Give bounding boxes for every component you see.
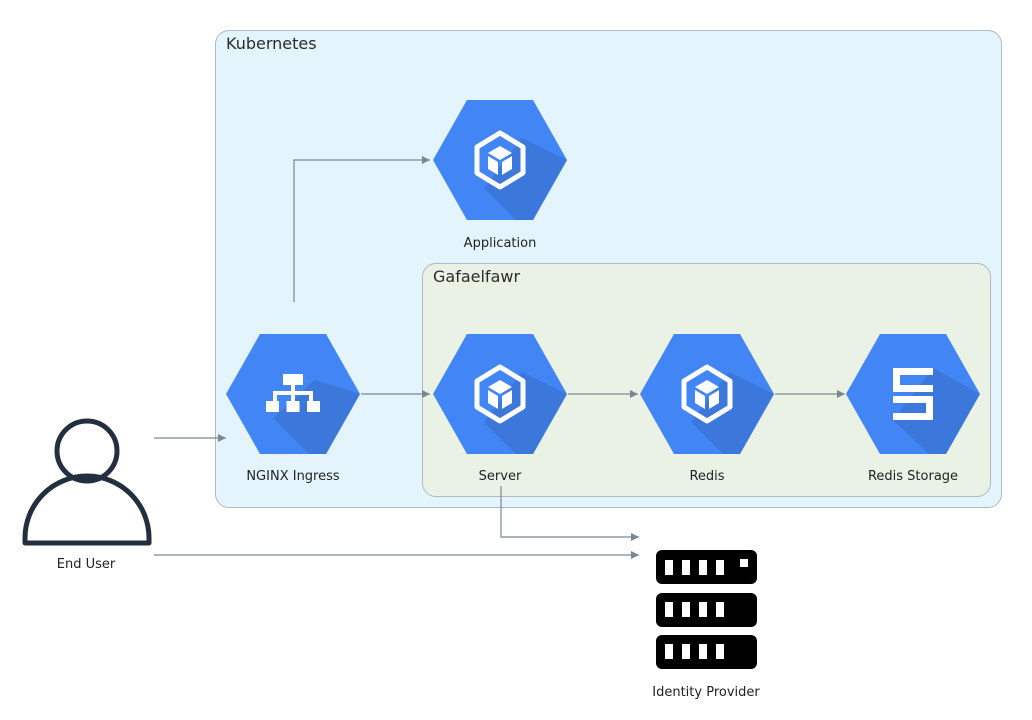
redis-label: Redis — [689, 469, 725, 484]
edge-ingress-to-application — [293, 156, 430, 302]
server-node — [433, 334, 567, 454]
redis-node — [640, 334, 774, 454]
server-rack-icon — [656, 550, 757, 669]
redis-storage-label: Redis Storage — [867, 469, 959, 484]
nginx-ingress-label: NGINX Ingress — [246, 469, 340, 484]
redis-storage-node — [846, 334, 980, 454]
nginx-ingress-node — [226, 334, 360, 454]
application-node — [433, 100, 567, 220]
user-icon — [22, 418, 152, 546]
edge-server-to-identity-provider — [500, 486, 639, 541]
application-label: Application — [463, 236, 537, 251]
identity-provider-label: Identity Provider — [652, 685, 760, 700]
gafaelfawr-cluster-label: Gafaelfawr — [433, 267, 521, 286]
end-user-label: End User — [56, 557, 116, 572]
server-label: Server — [478, 469, 522, 484]
kubernetes-cluster-label: Kubernetes — [226, 34, 317, 53]
